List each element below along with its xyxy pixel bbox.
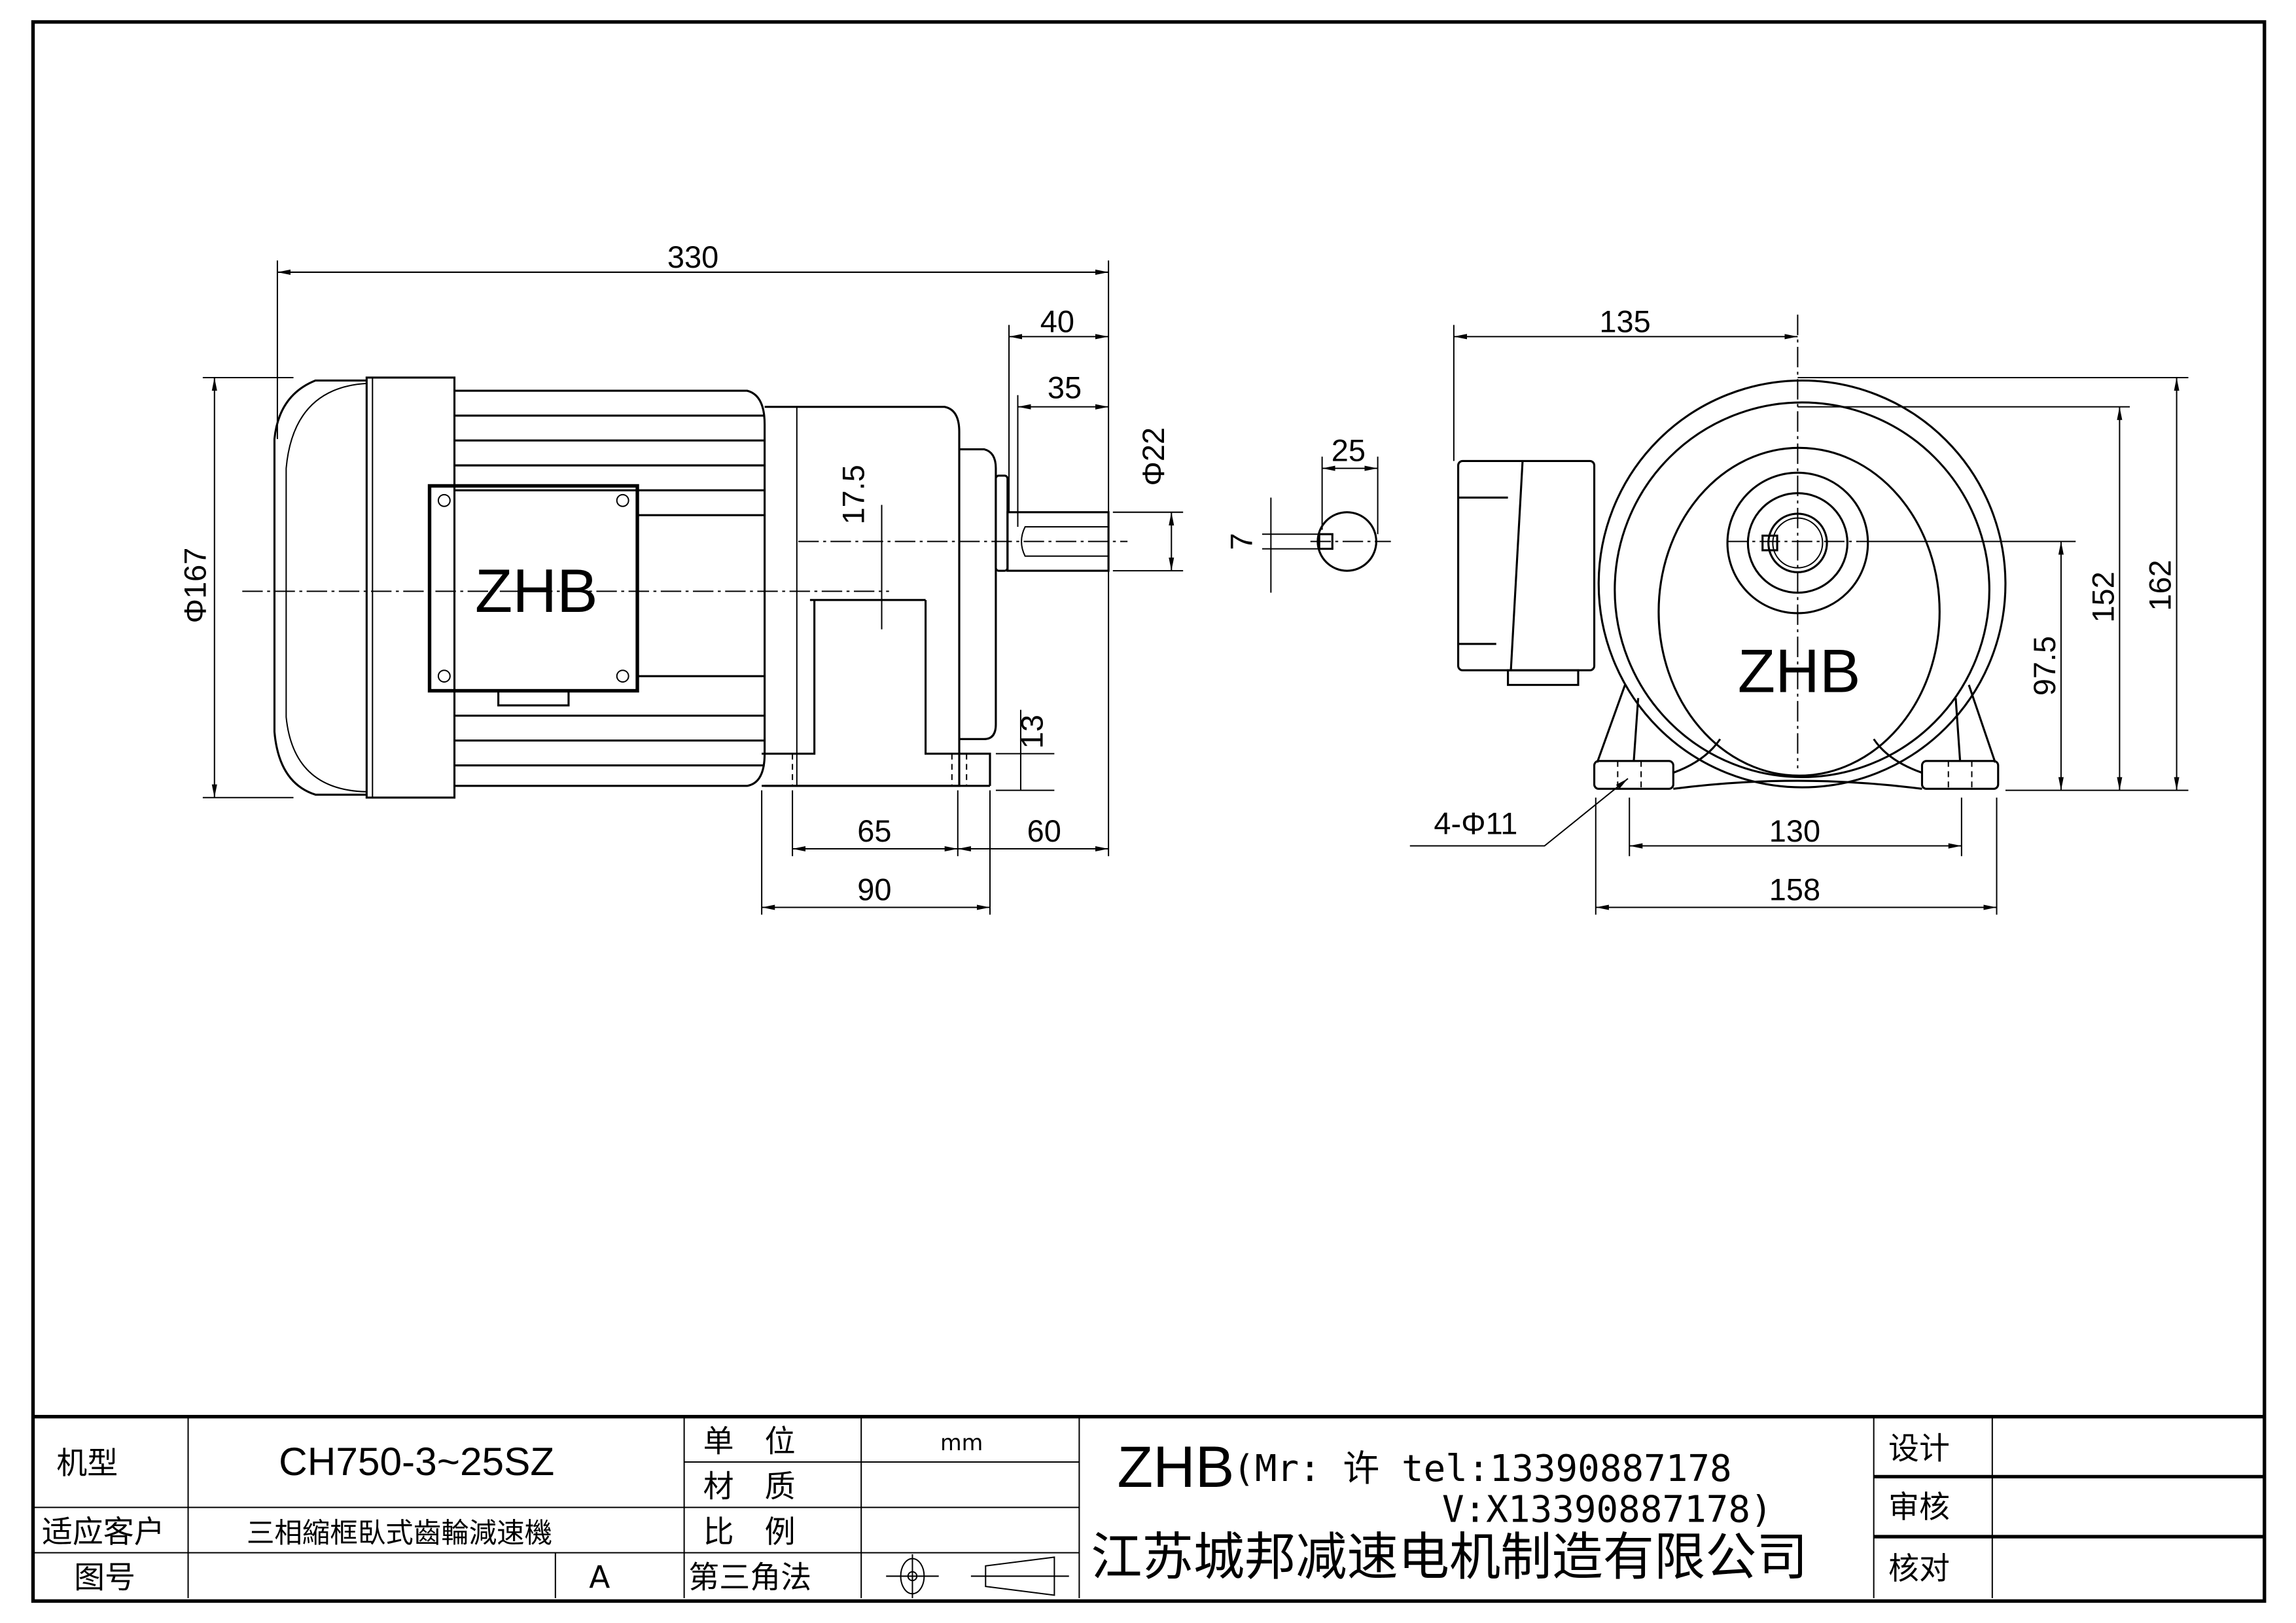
title-block: 机型 CH750-3~25SZ 适应客户 三相縮框臥式齒輪減速機 图号 A 单 …: [33, 1415, 2265, 1598]
dim-foot-to-shaft-end: 60: [1027, 813, 1061, 848]
cooling-fins: [454, 414, 765, 767]
scale-label: 比 例: [703, 1514, 796, 1550]
side-view-logo: ZHB: [475, 556, 598, 625]
contact-line-1: (Mr: 许 tel:13390887178: [1233, 1448, 1732, 1490]
dim-mount-holes: 4-Φ11: [1434, 806, 1517, 841]
drawing-border: [31, 20, 2267, 1603]
model-value: CH750-3~25SZ: [279, 1439, 554, 1484]
model-label: 机型: [56, 1446, 118, 1482]
front-terminal-box: [1457, 459, 1596, 687]
dim-shaft-diameter: Φ22: [1136, 427, 1171, 486]
company-name: 江苏城邦减速电机制造有限公司: [1091, 1527, 1807, 1587]
dim-center-height: 97.5: [2027, 636, 2062, 696]
shaft-key: [1021, 526, 1109, 557]
dim-shaft-offset: 17.5: [836, 465, 871, 524]
third-angle-projection-icon: [886, 1554, 1069, 1598]
output-flange: [959, 448, 997, 740]
dim-motor-diameter: Φ167: [177, 548, 212, 624]
mount-hole-leader: [1409, 777, 1629, 847]
terminal-box-tab: [497, 689, 570, 707]
dim-gear-height: 152: [2085, 571, 2120, 622]
dim-base-width: 158: [1769, 872, 1820, 906]
check-label: 核对: [1888, 1551, 1950, 1587]
side-view: ZHB 330 40 35 Φ22 17.5 Φ167: [177, 240, 1184, 915]
dim-key-length: 35: [1048, 370, 1082, 404]
dim-shaft-length: 40: [1040, 304, 1074, 339]
contact-line-2: V:X13390887178): [1442, 1489, 1773, 1531]
motor-face: [1657, 446, 1941, 777]
unit-value: mm: [940, 1430, 983, 1455]
projection-label: 第三角法: [688, 1560, 811, 1596]
design-label: 设计: [1888, 1431, 1950, 1467]
motor-flange-ring: [365, 376, 456, 799]
dim-foot-spacing: 65: [857, 813, 891, 848]
customer-value: 三相縮框臥式齒輪減速機: [247, 1518, 552, 1550]
dim-foot-height: 13: [1014, 715, 1049, 749]
fan-cover: [273, 379, 367, 796]
unit-label: 单 位: [703, 1423, 796, 1459]
gear-housing: [764, 406, 961, 787]
review-label: 审核: [1888, 1489, 1950, 1525]
front-view: ZHB 135 97.5 152: [1409, 304, 2189, 915]
terminal-box-screw-icons: [437, 493, 629, 683]
dim-overall-length: 330: [667, 240, 718, 274]
dim-key-view-width: 25: [1332, 433, 1366, 467]
dim-overall-height: 162: [2143, 560, 2178, 611]
material-label: 材 质: [703, 1469, 796, 1505]
brand-logo: ZHB: [1118, 1434, 1235, 1499]
customer-label: 适应客户: [42, 1514, 165, 1550]
dim-key-width: 7: [1224, 533, 1258, 550]
front-feet: [1593, 685, 2189, 791]
drawing-revision: A: [589, 1560, 610, 1596]
dim-mount-hole-spacing: 130: [1769, 813, 1820, 848]
drawing-no-label: 图号: [74, 1560, 135, 1596]
gear-housing-outline: [1597, 379, 2007, 789]
shaft-key-section: 25 7: [1224, 433, 1391, 593]
dim-foot-length: 90: [857, 872, 891, 906]
motor-body: [454, 389, 766, 787]
gear-foot: [762, 599, 991, 786]
front-view-logo: ZHB: [1738, 637, 1861, 705]
dim-front-width: 135: [1599, 304, 1650, 339]
